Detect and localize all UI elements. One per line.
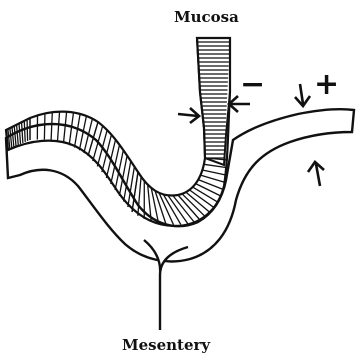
striation-line (44, 113, 45, 139)
plus-sign: + (314, 67, 339, 102)
minus-sign: − (240, 67, 265, 102)
mucosa-label: Mucosa (174, 8, 239, 26)
striation-line (27, 119, 28, 141)
mesentery-label: Mesentery (122, 336, 211, 354)
